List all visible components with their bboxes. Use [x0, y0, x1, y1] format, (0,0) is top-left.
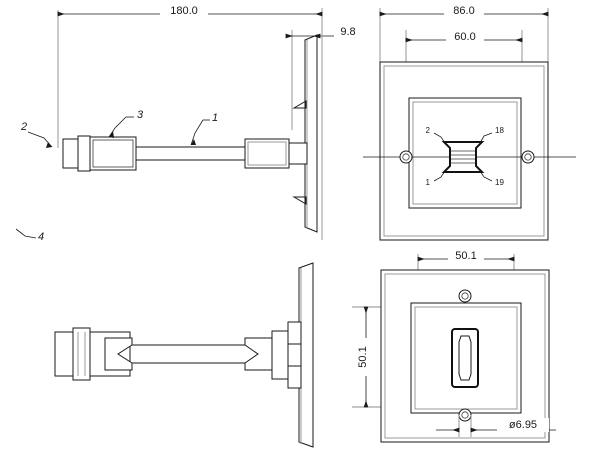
- dimension-overall-length: 180.0: [57, 3, 323, 148]
- balloon-1-label: 1: [212, 112, 218, 124]
- hdmi-connector-front: [441, 141, 485, 173]
- wall-plate-side-profile: [292, 30, 323, 240]
- balloon-2-label: 2: [20, 121, 27, 133]
- view-bottom-right-front: 50.1 50.1: [352, 248, 556, 443]
- balloon-item-4: 4: [15, 228, 44, 243]
- pin-callout-2: 2: [426, 126, 446, 144]
- dim-overall-length-label: 180.0: [170, 5, 198, 17]
- cable-assembly-side: [62, 135, 308, 172]
- dim-bezel-width-label: 50.1: [455, 250, 476, 262]
- screw-hole-left: [399, 150, 413, 164]
- balloon-3-label: 3: [137, 109, 144, 121]
- pin-callout-1: 1: [426, 170, 446, 187]
- balloon-item-1: 1: [190, 112, 218, 146]
- dimension-bezel-width: 50.1: [417, 248, 515, 300]
- pin-bottom-right-label: 19: [495, 178, 504, 187]
- balloon-item-3: 3: [108, 109, 144, 138]
- hdmi-port-vertical: [451, 328, 479, 388]
- screw-hole-top: [458, 289, 472, 303]
- dimension-hole-diameter: ø6.95: [436, 415, 556, 437]
- dim-bezel-height-label: 50.1: [357, 346, 369, 367]
- pin-callout-18: 18: [479, 126, 504, 144]
- view-top-right-front: 86.0 60.0: [363, 3, 576, 241]
- dim-inner-width-label: 60.0: [454, 31, 475, 43]
- dimension-plate-width: 86.0: [379, 3, 549, 70]
- screw-hole-right: [521, 150, 535, 164]
- balloon-item-2: 2: [20, 121, 53, 148]
- dim-hole-diameter-label: ø6.95: [509, 419, 537, 431]
- cable-assembly-side-2: [54, 321, 302, 389]
- dim-plate-thickness-label: 9.8: [340, 26, 355, 38]
- pin-top-left-label: 2: [426, 126, 431, 135]
- view-top-left-side: 180.0 9.8: [15, 3, 362, 243]
- pin-bottom-left-label: 1: [426, 178, 431, 187]
- pin-callout-19: 19: [479, 170, 504, 187]
- balloon-4-label: 4: [38, 231, 44, 243]
- view-bottom-left-side: [54, 262, 314, 448]
- pin-top-right-label: 18: [495, 126, 504, 135]
- dim-plate-width-label: 86.0: [453, 5, 474, 17]
- dimension-inner-width: 60.0: [405, 29, 523, 92]
- screw-hole-bottom: [458, 408, 472, 422]
